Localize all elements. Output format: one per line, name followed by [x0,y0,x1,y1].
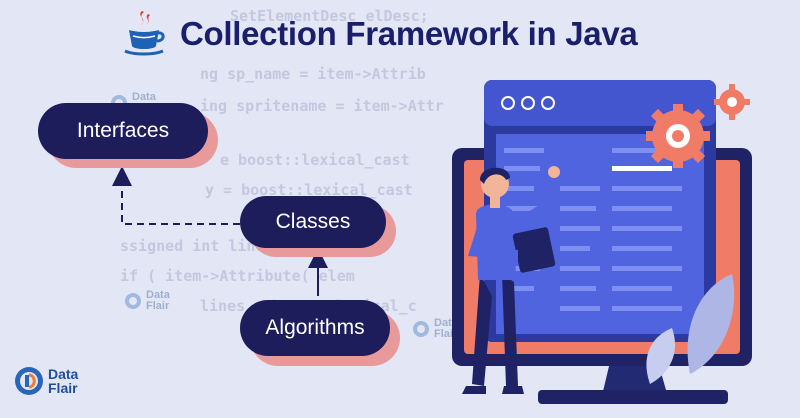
code-line: ing spritename = item->Attr [200,97,444,115]
window-dot [521,96,535,110]
node-label: Algorithms [265,316,365,339]
logo-text: Flair [48,380,78,396]
watermark-text: Data [132,91,156,103]
dataflair-logo-icon [15,367,43,395]
watermark-text: Data [434,317,458,329]
node-algorithms: Algorithms [240,300,390,356]
code-line: y = boost::lexical_cast [205,181,413,199]
code-line: SetElementDesc elDesc; [230,7,429,25]
logo-text: Data [48,366,79,382]
leaf-icon [687,274,735,374]
code-line: if ( item->Attribute( elem [120,267,355,285]
node-classes: Classes [240,196,386,248]
java-coffee-cup-icon [120,8,168,61]
code-line: e boost::lexical_cast [220,151,410,169]
title-bar: Collection Framework in Java [120,8,638,61]
table-lines [504,148,682,311]
window-dot [541,96,555,110]
code-line: ng sp_name = item->Attrib [200,65,426,83]
page-title: Collection Framework in Java [180,15,638,52]
gear-icon-small [714,84,750,120]
gear-icon-large [646,104,710,168]
dataflair-logo: Data Flair [14,366,78,396]
watermark-text: Data [146,289,170,301]
watermark-text: Flair [434,328,458,340]
node-label: Classes [275,210,351,233]
window-dot [501,96,515,110]
dataflair-watermark-icon [413,321,429,337]
person-illustration [462,166,560,394]
leaf-icon [646,328,676,384]
node-label: Interfaces [76,119,170,142]
monitor-base [538,390,728,404]
watermark-text: Flair [146,300,170,312]
computer-illustration [452,80,752,404]
dataflair-watermark-icon [125,293,141,309]
connector-classes-to-interfaces [112,166,240,225]
node-interfaces: Interfaces [38,103,208,159]
